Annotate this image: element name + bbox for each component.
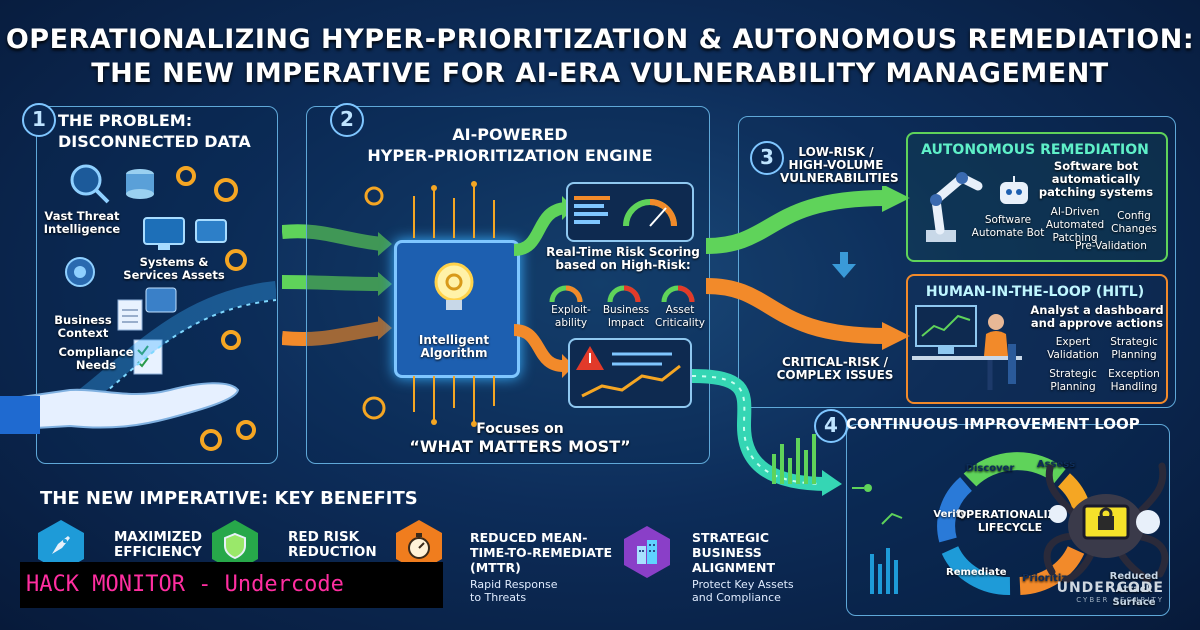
loop-stage-verify: Verify [933,509,967,520]
problem-item-systems-assets: Systems &Services Assets [123,255,225,282]
lightbulb-gear-icon [434,262,474,310]
loop-stage-discover: Discover [965,463,1015,474]
warning-chart-icon [576,346,681,398]
magnifier-icon [70,164,110,204]
building-icon [637,540,657,564]
document-icon [117,287,177,331]
monitor-icon [143,217,227,250]
title-line-2: THE NEW IMPERATIVE FOR AI-ERA VULNERABIL… [91,58,1109,89]
analyst-workstation-icon [912,305,1022,390]
brain-icon [362,396,386,420]
chip-pins [362,181,495,427]
benefits-heading: THE NEW IMPERATIVE: KEY BENEFITS [40,488,418,509]
undercode-logo-text: UNDERCODE CYBER SECURITY [1056,580,1164,604]
problem-heading: THE PROBLEM: DISCONNECTED DATA [58,111,251,151]
hack-monitor-watermark: HACK MONITOR - Undercode [20,562,443,608]
prevalidation-label: Pre-Validation [1075,240,1147,252]
autonomous-heading: AUTONOMOUS REMEDIATION [921,142,1149,158]
critical-risk-label: CRITICAL-RISK /COMPLEX ISSUES [776,355,894,382]
step-3-badge: 3 [750,141,784,175]
gear-icon [364,186,384,206]
stopwatch-icon [408,533,430,559]
speedometer-icon [623,199,677,227]
benefit-mttr-title: REDUCED MEAN-TIME-TO-REMEDIATE(MTTR) [470,530,613,575]
hitl-heading: HUMAN-IN-THE-LOOP (HITL) [925,284,1145,300]
dashboard-bars [574,196,614,224]
teal-flow-arrow [692,369,842,496]
step-4-badge: 4 [814,409,848,443]
database-icon [126,169,154,199]
focus-label: Focuses on“WHAT MATTERS MOST” [409,421,631,456]
bar-sparkline-icon [772,434,816,484]
open-hand-icon [0,382,240,434]
bot-icon [1000,176,1028,204]
title-line-1: OPERATIONALIZING HYPER-PRIORITIZATION & … [5,24,1195,55]
hacker-octopus-logo [1043,462,1169,584]
checklist-icon [133,339,163,375]
loop-stage-remediate: Remediate [946,567,1007,578]
gear-icon [176,166,256,451]
rocket-icon [52,536,70,554]
loop-side-charts [852,484,903,594]
loop-heading: CONTINUOUS IMPROVEMENT LOOP [846,415,1140,433]
gauge-icons [549,285,695,303]
robot-arm-icon [926,172,983,242]
branch-arrows [706,186,910,350]
target-icon [65,257,95,287]
gauge-exploitability: Exploit-ability [551,304,591,329]
down-arrow-icon [832,252,856,278]
input-flow-arrows [282,224,392,347]
loop-stage-assess: Assess [1036,459,1076,470]
step-2-badge: 2 [330,103,364,137]
step-1-badge: 1 [22,103,56,137]
loop-stage-prioritize: Prioritize [1022,573,1074,584]
shield-icon [224,532,246,560]
